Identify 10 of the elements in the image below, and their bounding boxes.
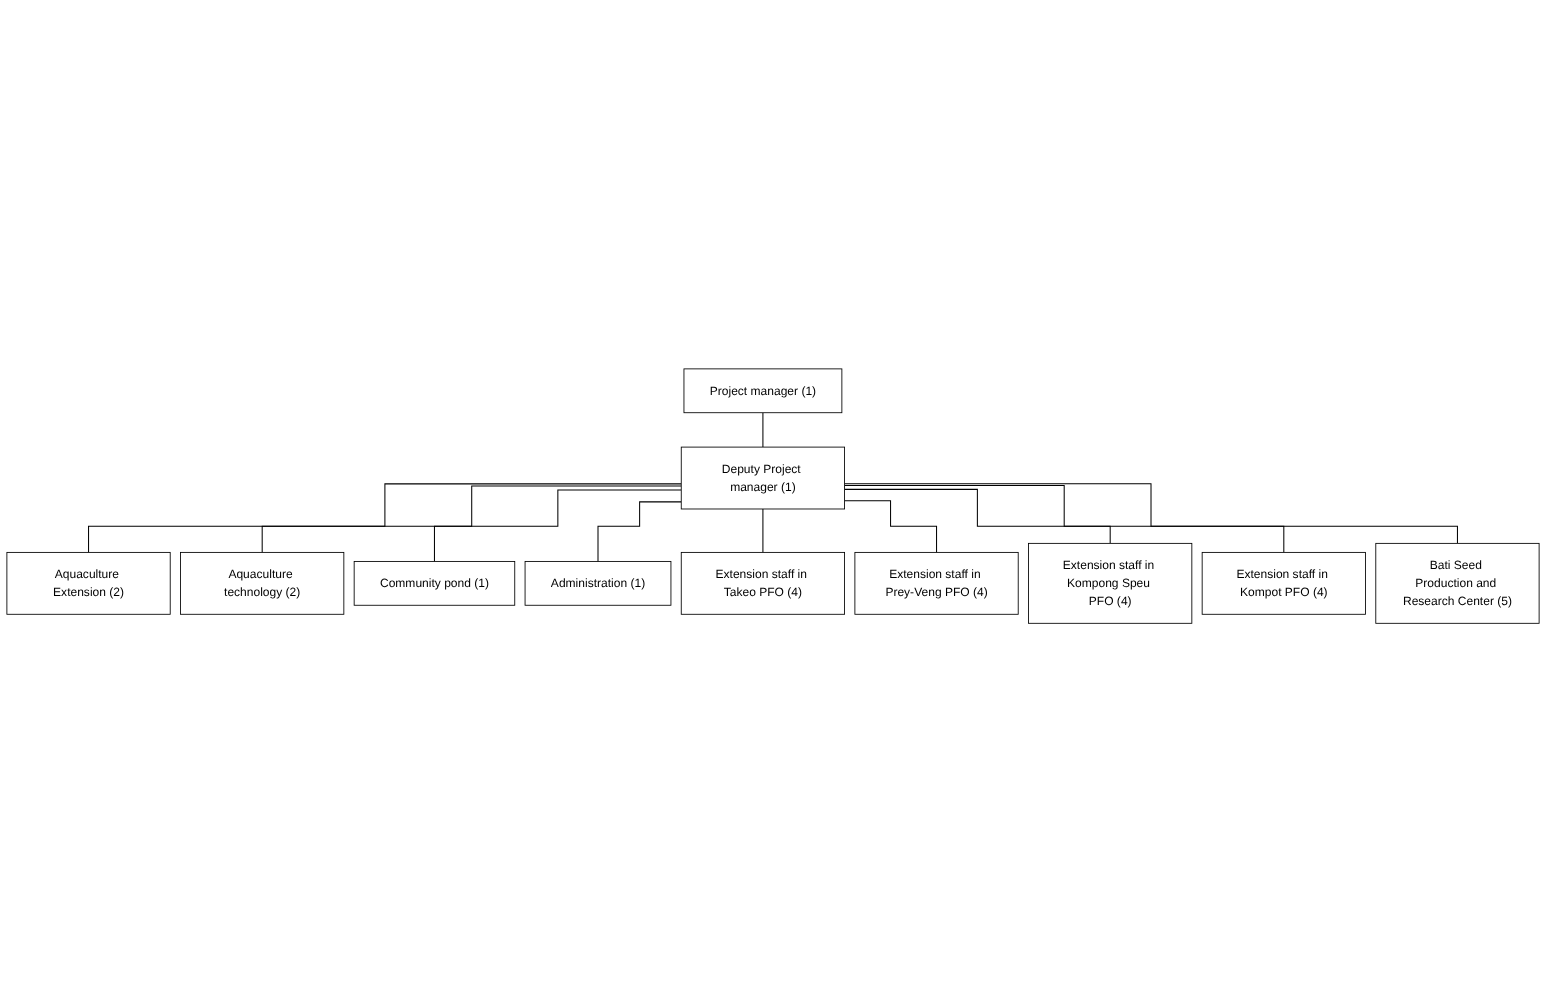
connector xyxy=(844,486,1285,554)
connector xyxy=(762,413,764,449)
connector xyxy=(844,501,938,554)
connector xyxy=(597,502,682,563)
connector xyxy=(433,490,682,563)
connector xyxy=(844,489,1111,545)
connector xyxy=(88,484,682,554)
connector xyxy=(844,484,1458,545)
connector xyxy=(762,509,764,554)
connector xyxy=(261,486,682,554)
